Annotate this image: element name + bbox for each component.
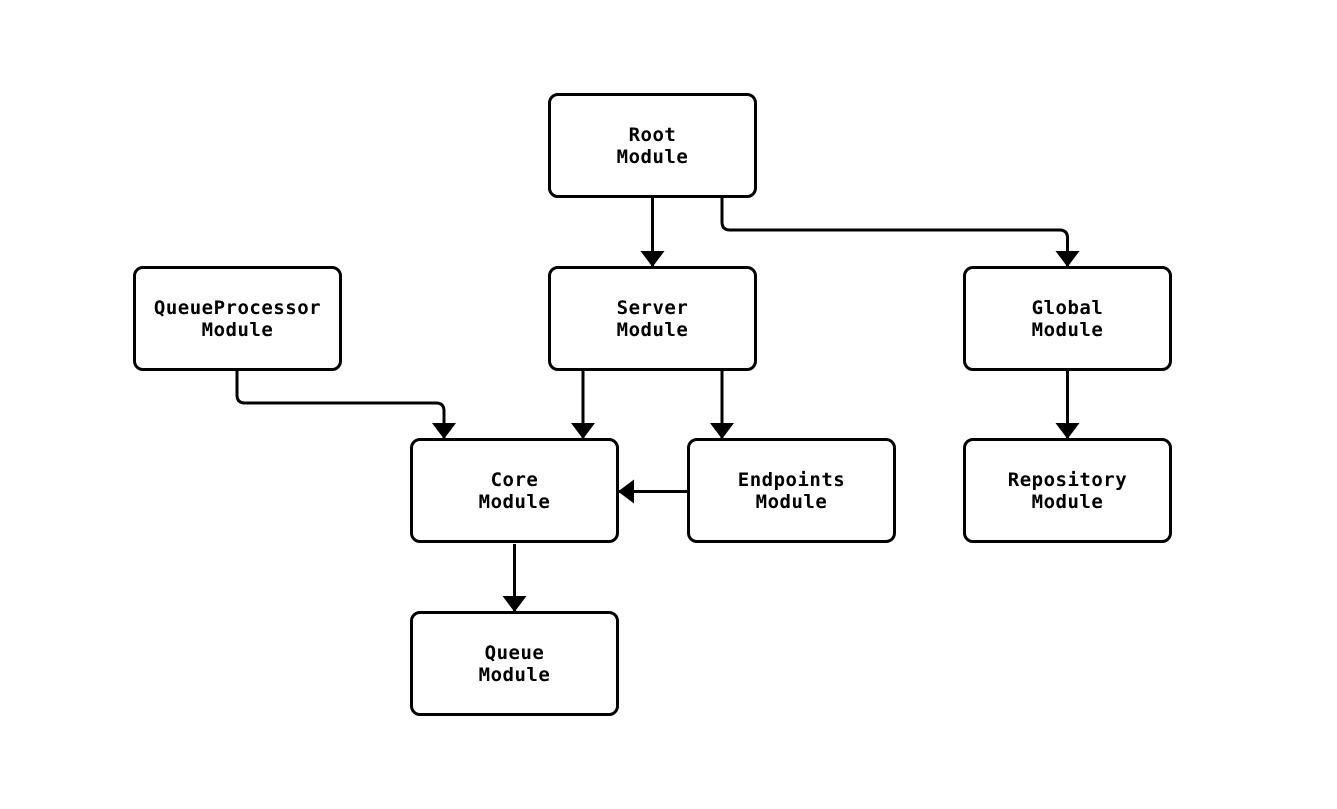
node-endpoints-module-label: Endpoints Module [737, 468, 846, 513]
edge-queueprocessor-to-core [235, 371, 456, 439]
node-endpoints-module: Endpoints Module [687, 438, 896, 543]
node-server-module: Server Module [548, 266, 757, 371]
node-repository-module-label: Repository Module [1007, 468, 1128, 513]
node-root-module: Root Module [548, 93, 757, 198]
node-root-module-label: Root Module [616, 123, 689, 168]
node-core-module-label: Core Module [478, 468, 551, 513]
node-queue-module: Queue Module [410, 611, 619, 716]
node-global-module-label: Global Module [1031, 296, 1104, 341]
node-repository-module: Repository Module [963, 438, 1172, 543]
edge-root-to-global [720, 198, 1080, 267]
node-global-module: Global Module [963, 266, 1172, 371]
node-queueprocessor-module: QueueProcessor Module [133, 266, 342, 371]
node-core-module: Core Module [410, 438, 619, 543]
node-server-module-label: Server Module [616, 296, 689, 341]
node-queueprocessor-module-label: QueueProcessor Module [153, 296, 322, 341]
node-queue-module-label: Queue Module [478, 641, 551, 686]
